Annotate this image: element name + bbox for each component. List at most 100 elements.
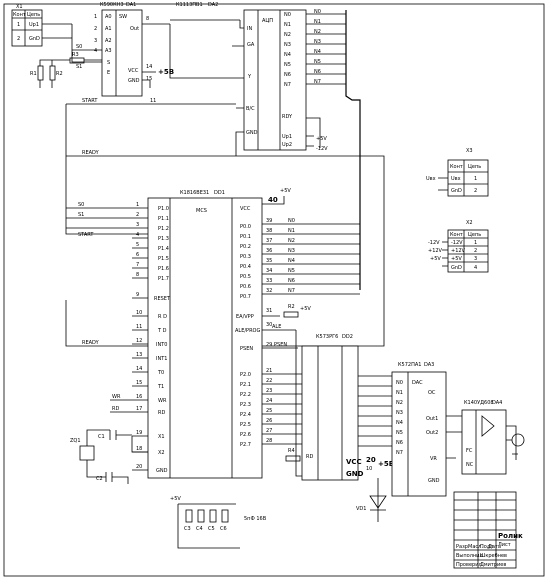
svg-text:C4: C4 bbox=[196, 526, 203, 532]
da2-bc: B/C bbox=[246, 106, 255, 112]
x1-ref: X1 bbox=[16, 4, 23, 10]
svg-text:13: 13 bbox=[136, 352, 142, 358]
svg-text:P2.2: P2.2 bbox=[240, 392, 251, 398]
svg-text:25: 25 bbox=[266, 408, 272, 414]
svg-text:N1: N1 bbox=[396, 390, 403, 396]
svg-text:T1: T1 bbox=[157, 384, 164, 390]
svg-text:RD: RD bbox=[112, 406, 119, 412]
svg-text:START: START bbox=[78, 232, 94, 238]
svg-text:26: 26 bbox=[266, 418, 272, 424]
svg-text:11: 11 bbox=[136, 324, 142, 330]
svg-text:VD1: VD1 bbox=[356, 506, 366, 512]
da1-pin-a3: A3 bbox=[105, 48, 112, 54]
svg-text:N3: N3 bbox=[314, 39, 321, 45]
svg-text:Шкребнев: Шкребнев bbox=[480, 553, 507, 559]
svg-text:P1.2: P1.2 bbox=[158, 226, 169, 232]
svg-text:N6: N6 bbox=[396, 440, 403, 446]
svg-text:4: 4 bbox=[94, 48, 97, 54]
r2-label: R2 bbox=[56, 71, 63, 77]
svg-text:GnD: GnD bbox=[451, 188, 462, 194]
da2-bit-4: N4 bbox=[284, 52, 291, 58]
svg-text:RESET: RESET bbox=[154, 296, 171, 302]
svg-text:+12V: +12V bbox=[451, 248, 466, 254]
svg-text:33: 33 bbox=[266, 278, 272, 284]
svg-text:N6: N6 bbox=[314, 69, 321, 75]
svg-text:VR: VR bbox=[430, 456, 437, 462]
da2-bit-0: N0 bbox=[284, 12, 291, 18]
svg-text:37: 37 bbox=[266, 238, 272, 244]
svg-text:Out2: Out2 bbox=[426, 430, 438, 436]
net-ready: READY bbox=[82, 150, 100, 156]
chip-dd2: К573РГ6 DD2 ALE PSEN RD VCC GND 20 10 +5… bbox=[272, 324, 394, 481]
svg-text:N7: N7 bbox=[288, 288, 295, 294]
x1-net-2: GnD bbox=[29, 36, 40, 42]
svg-text:VCC: VCC bbox=[346, 458, 362, 466]
svg-text:19: 19 bbox=[136, 430, 142, 436]
svg-text:24: 24 bbox=[266, 398, 272, 404]
svg-text:S0: S0 bbox=[78, 202, 84, 208]
svg-text:+5V: +5V bbox=[300, 306, 311, 312]
svg-text:-12V: -12V bbox=[451, 240, 463, 246]
svg-text:28: 28 bbox=[266, 438, 272, 444]
svg-text:P1.7: P1.7 bbox=[158, 276, 169, 282]
svg-text:36: 36 bbox=[266, 248, 272, 254]
dd1-title: MCS bbox=[196, 208, 207, 214]
svg-text:Out1: Out1 bbox=[426, 416, 438, 422]
svg-text:1: 1 bbox=[136, 202, 139, 208]
da2-bit-1: N1 bbox=[284, 22, 291, 28]
da2-vm12: -12V bbox=[316, 146, 328, 152]
connector-x2: X2 Конт Цепь -12V 1 +12V 2 +5V 3 GnD 4 -… bbox=[428, 220, 489, 273]
da1-rail: +5В bbox=[158, 68, 174, 76]
svg-text:Цепь: Цепь bbox=[468, 232, 481, 238]
svg-text:P2.6: P2.6 bbox=[240, 432, 251, 438]
da2-ga: GA bbox=[247, 42, 255, 48]
dd1-left-pin-nums: 1 2 3 4 5 6 7 8 9 10 11 12 13 14 15 16 1… bbox=[136, 202, 142, 470]
da2-bit-6: N6 bbox=[284, 72, 291, 78]
svg-text:+5V: +5V bbox=[430, 256, 441, 262]
svg-text:P2.3: P2.3 bbox=[240, 402, 251, 408]
svg-text:P0.5: P0.5 bbox=[240, 274, 251, 280]
svg-text:VCC: VCC bbox=[240, 206, 251, 212]
da1-gnd: GND bbox=[128, 78, 140, 84]
svg-text:ALE/PROG: ALE/PROG bbox=[235, 328, 260, 334]
svg-text:FC: FC bbox=[466, 448, 473, 454]
da1-vcc: VCC bbox=[128, 68, 139, 74]
svg-text:11: 11 bbox=[150, 98, 156, 104]
svg-text:T0: T0 bbox=[157, 370, 164, 376]
svg-text:P2.5: P2.5 bbox=[240, 422, 251, 428]
da2-bit-3: N3 bbox=[284, 42, 291, 48]
svg-text:INT0: INT0 bbox=[156, 342, 167, 348]
svg-text:P0.3: P0.3 bbox=[240, 254, 251, 260]
svg-text:P2.1: P2.1 bbox=[240, 382, 251, 388]
svg-text:-12V: -12V bbox=[428, 240, 440, 246]
svg-text:GND: GND bbox=[428, 478, 440, 484]
svg-text:21: 21 bbox=[266, 368, 272, 374]
decoupling-caps: +5V C3 C4 C5 C6 5пФ 16В bbox=[170, 496, 267, 549]
svg-text:Разр.: Разр. bbox=[456, 544, 470, 550]
svg-text:10: 10 bbox=[366, 466, 372, 472]
svg-text:P0.7: P0.7 bbox=[240, 294, 251, 300]
svg-text:P1.1: P1.1 bbox=[158, 216, 169, 222]
dd1-type: К1816ВЕ31 bbox=[180, 190, 209, 196]
svg-text:T D: T D bbox=[157, 328, 167, 334]
net-s0: S0 bbox=[76, 44, 82, 50]
da1-pin-e: E bbox=[107, 70, 110, 76]
svg-text:27: 27 bbox=[266, 428, 272, 434]
da2-v5: +5V bbox=[316, 136, 327, 142]
svg-text:22: 22 bbox=[266, 378, 272, 384]
da1-pin-s: S bbox=[107, 60, 110, 66]
svg-text:14: 14 bbox=[136, 366, 142, 372]
svg-text:35: 35 bbox=[266, 258, 272, 264]
dd1-ref: DD1 bbox=[214, 190, 225, 196]
r1-label: R1 bbox=[30, 71, 37, 77]
svg-text:8: 8 bbox=[136, 272, 139, 278]
da2-ref: DA2 bbox=[208, 2, 218, 8]
da3-type: К572ПА1 bbox=[398, 362, 421, 368]
chip-da4: К140УД608 DA4 FC NC bbox=[461, 400, 525, 475]
svg-text:Лист: Лист bbox=[498, 542, 511, 548]
x3-ext: Uвх bbox=[426, 176, 436, 182]
svg-text:C6: C6 bbox=[220, 526, 227, 532]
svg-text:P0.1: P0.1 bbox=[240, 234, 251, 240]
svg-text:N5: N5 bbox=[288, 268, 295, 274]
